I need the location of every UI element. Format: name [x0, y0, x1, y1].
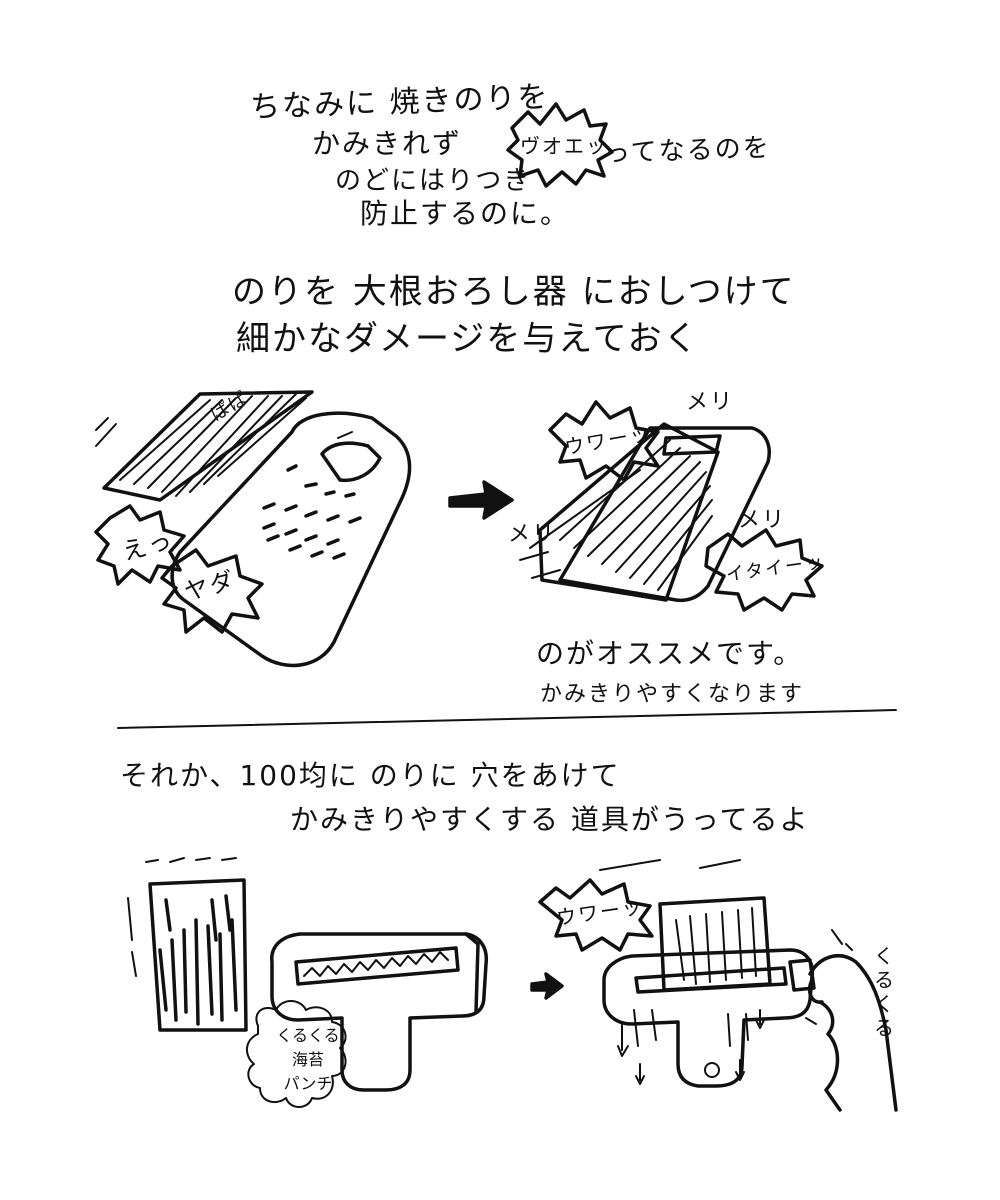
kurukuru-char-1: く — [874, 944, 894, 968]
method2-heading-1: それか、100均に のりに 穴をあけて — [120, 759, 621, 792]
recommend-note: かみきりやすくなります — [540, 682, 805, 707]
intro-line-2: かみきれず — [312, 127, 463, 160]
vuoe-burst-outline — [506, 102, 614, 188]
nori-bag — [148, 878, 248, 1032]
kurukuru-char-3: く — [874, 992, 894, 1016]
method1-heading-2: 細かなダメージを与えておく — [236, 319, 700, 359]
uwa-burst-1 — [548, 400, 660, 482]
punch-label-line-3: パンチ — [283, 1074, 333, 1093]
nori-bag-strips — [158, 894, 238, 1026]
sfx-meri-right: メリ — [738, 508, 787, 533]
kurukuru-char-4: る — [874, 1016, 894, 1040]
method1-heading-1: のりを 大根おろし器 におしつけて — [232, 272, 796, 312]
itai-burst — [704, 528, 824, 612]
grater-teeth — [262, 464, 362, 560]
arrow-right-2 — [530, 972, 564, 1000]
nori-sheet-left — [102, 390, 314, 502]
kurukuru-char-2: る — [874, 968, 894, 992]
punch-tool-right — [602, 948, 815, 1088]
sfx-kurukuru: く る く る — [872, 944, 896, 1040]
punch-label-line-2: 海苔 — [291, 1050, 324, 1069]
punch-label-line-1: くるくる — [276, 1026, 340, 1045]
recommend-text: のがオススメです。 — [536, 637, 804, 670]
arrow-right-1 — [448, 480, 514, 520]
grater-board-right — [558, 426, 771, 603]
intro-line-4: 防止するのに。 — [360, 197, 571, 230]
grater-board-left — [170, 411, 412, 668]
yada-burst — [160, 548, 264, 634]
sfx-meri-left: メリ — [508, 522, 557, 547]
punch-product-label: くるくる 海苔 パンチ — [268, 1024, 348, 1096]
intro-line-3a: のどにはりつき — [335, 166, 532, 196]
method2-heading-2: かみきりやすくする 道具がうってるよ — [290, 803, 810, 836]
uwa-burst-2 — [538, 878, 654, 952]
hand — [807, 954, 898, 1112]
eh-burst — [94, 504, 186, 586]
section-divider — [117, 709, 897, 729]
intro-burst-label: ヴオエッ — [520, 134, 608, 158]
punch-label-cloud — [246, 1000, 347, 1108]
sfx-meri-top: メリ — [686, 390, 735, 415]
